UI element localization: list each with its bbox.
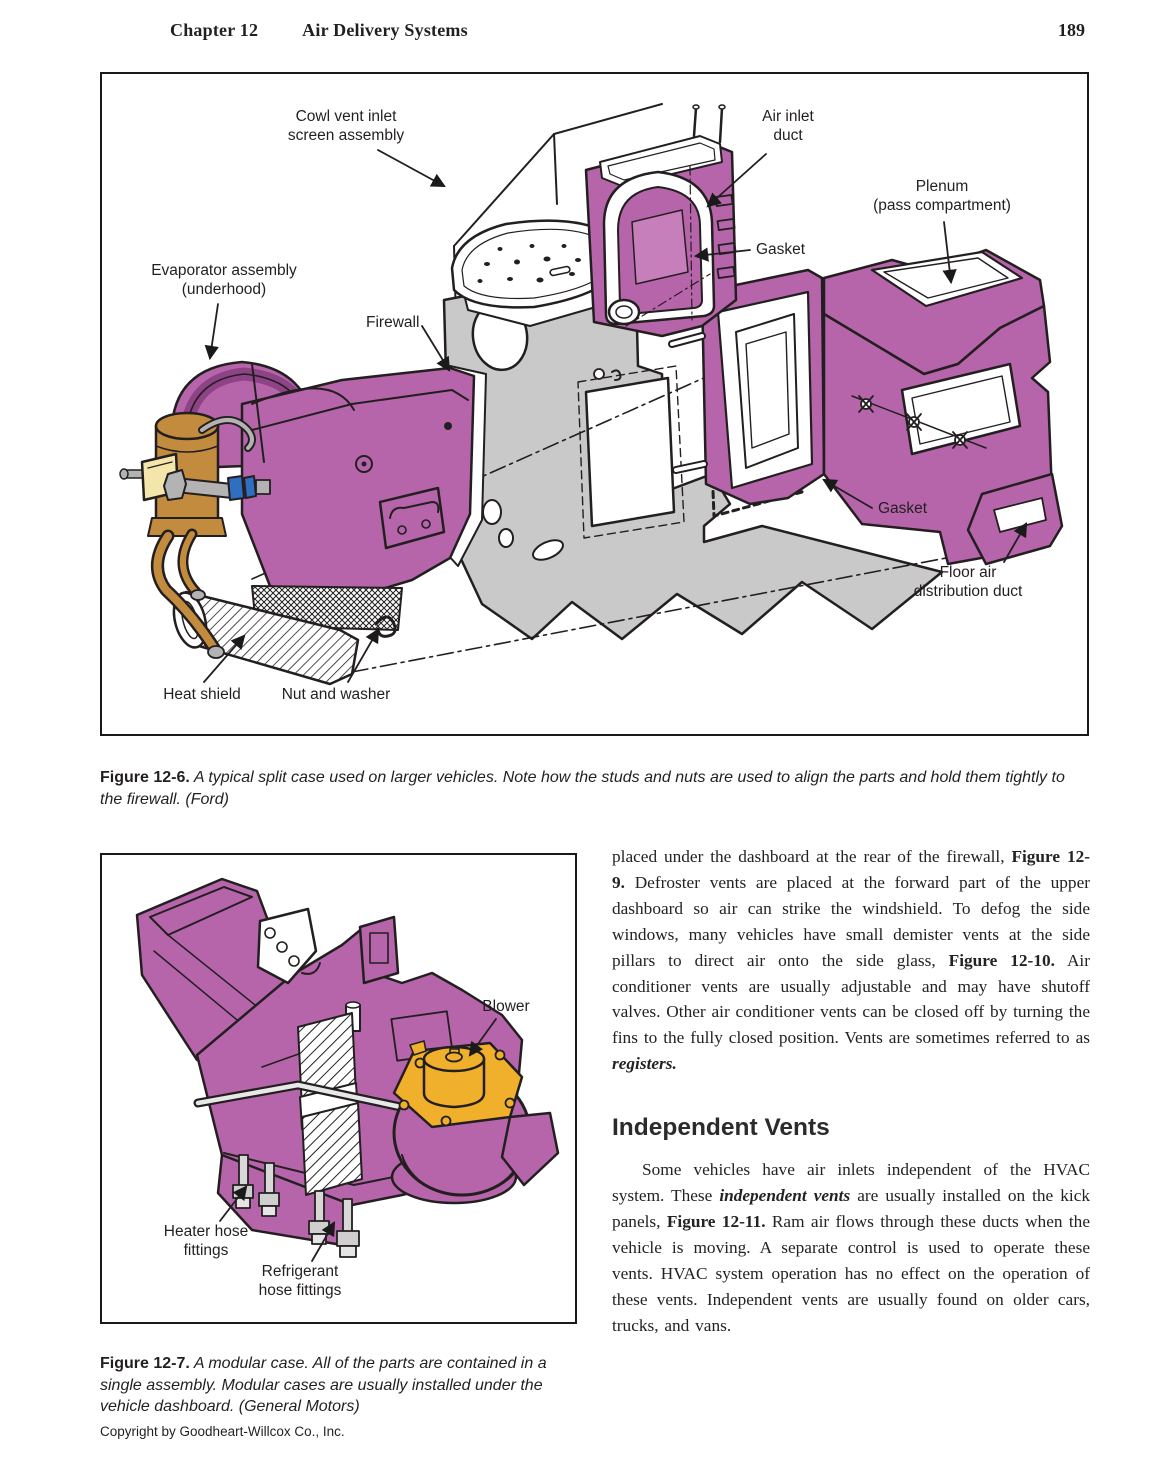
label-gasket-bottom: Gasket: [878, 500, 928, 517]
label-evaporator: Evaporator assembly (underhood): [151, 262, 297, 298]
case-fin-shape: [358, 915, 400, 985]
label-gasket-top: Gasket: [756, 241, 806, 258]
hatched-window-shape: [297, 1012, 363, 1196]
figure-ref-12-11: Figure 12-11.: [666, 1211, 766, 1231]
figure-12-7-caption-text: A modular case. All of the parts are con…: [100, 1355, 547, 1415]
nut-washer-glyph: [374, 615, 397, 638]
section-heading: Independent Vents: [612, 1114, 830, 1142]
callout-arrows: [203, 149, 1028, 683]
label-blower: Blower: [482, 998, 530, 1015]
figure-ref-12-9: Figure 12-9.: [612, 847, 1090, 892]
p1-text: Air conditioner vents are usually adjust…: [612, 950, 1090, 1048]
label-heat-shield: Heat shield: [163, 686, 241, 703]
label-cowl-vent: Cowl vent inlet screen assembly: [287, 108, 405, 144]
body-text-column: placed under the dashboard at the rear o…: [612, 844, 1090, 1338]
pipe-shape: [193, 1080, 415, 1114]
figure-12-7-caption: Figure 12-7.A modular case. All of the p…: [100, 1353, 592, 1418]
p2-text: Some vehicles have air inlets independen…: [612, 1160, 1090, 1205]
figure-12-6-caption-label: Figure 12-6.: [100, 769, 190, 786]
paragraph-2: Some vehicles have air inlets independen…: [612, 1157, 1090, 1338]
callout-arrows: [219, 1018, 497, 1262]
paragraph-1: placed under the dashboard at the rear o…: [612, 844, 1090, 1077]
figure-12-7: Blower Heater hose fittings Refrigerant …: [100, 853, 577, 1324]
figure-12-6: Cowl vent inlet screen assembly Air inle…: [100, 72, 1089, 736]
page-header: Chapter 12 Air Delivery Systems: [170, 20, 468, 41]
label-firewall: Firewall: [366, 314, 420, 331]
air-inlet-duct-shape: [584, 104, 738, 338]
page-number: 189: [1058, 20, 1085, 40]
label-floor-air-duct: Floor air distribution duct: [913, 564, 1023, 600]
copyright-notice: Copyright by Goodheart-Willcox Co., Inc.: [100, 1424, 345, 1439]
p1-text: Defroster vents are placed at the forwar…: [612, 872, 1090, 970]
chapter-number: Chapter 12: [170, 20, 259, 40]
figure-12-7-caption-label: Figure 12-7.: [100, 1355, 190, 1372]
label-air-inlet-duct: Air inlet duct: [762, 108, 814, 144]
term-registers: registers.: [612, 1054, 677, 1074]
evaporator-shape: [119, 360, 487, 686]
label-plenum: Plenum (pass compartment): [873, 178, 1011, 214]
mount-bracket-shape: [256, 907, 321, 985]
p2-text: are usually installed on the kick panels…: [612, 1185, 1090, 1231]
blower-shape: [390, 1040, 560, 1205]
label-refrigerant-hose: Refrigerant hose fittings: [258, 1263, 342, 1299]
cowl-screen-shape: [450, 219, 625, 327]
figure-12-6-caption: Figure 12-6.A typical split case used on…: [100, 767, 1088, 810]
label-nut-washer: Nut and washer: [281, 686, 391, 703]
figure-ref-12-10: Figure 12-10.: [948, 950, 1055, 970]
term-independent-vents: independent vents: [719, 1185, 851, 1205]
plenum-shape: [668, 248, 1064, 566]
figure-12-6-illustration: [119, 103, 1064, 686]
p2-text: Ram air flows through these ducts when t…: [612, 1211, 1090, 1335]
label-heater-hose: Heater hose fittings: [163, 1223, 249, 1259]
chapter-title: Air Delivery Systems: [302, 20, 468, 40]
figure-12-7-illustration: [135, 877, 560, 1262]
figure-12-6-caption-text: A typical split case used on larger vehi…: [100, 769, 1065, 808]
p1-text: placed under the dashboard at the rear o…: [612, 847, 1012, 866]
firewall-shape: [442, 268, 944, 641]
